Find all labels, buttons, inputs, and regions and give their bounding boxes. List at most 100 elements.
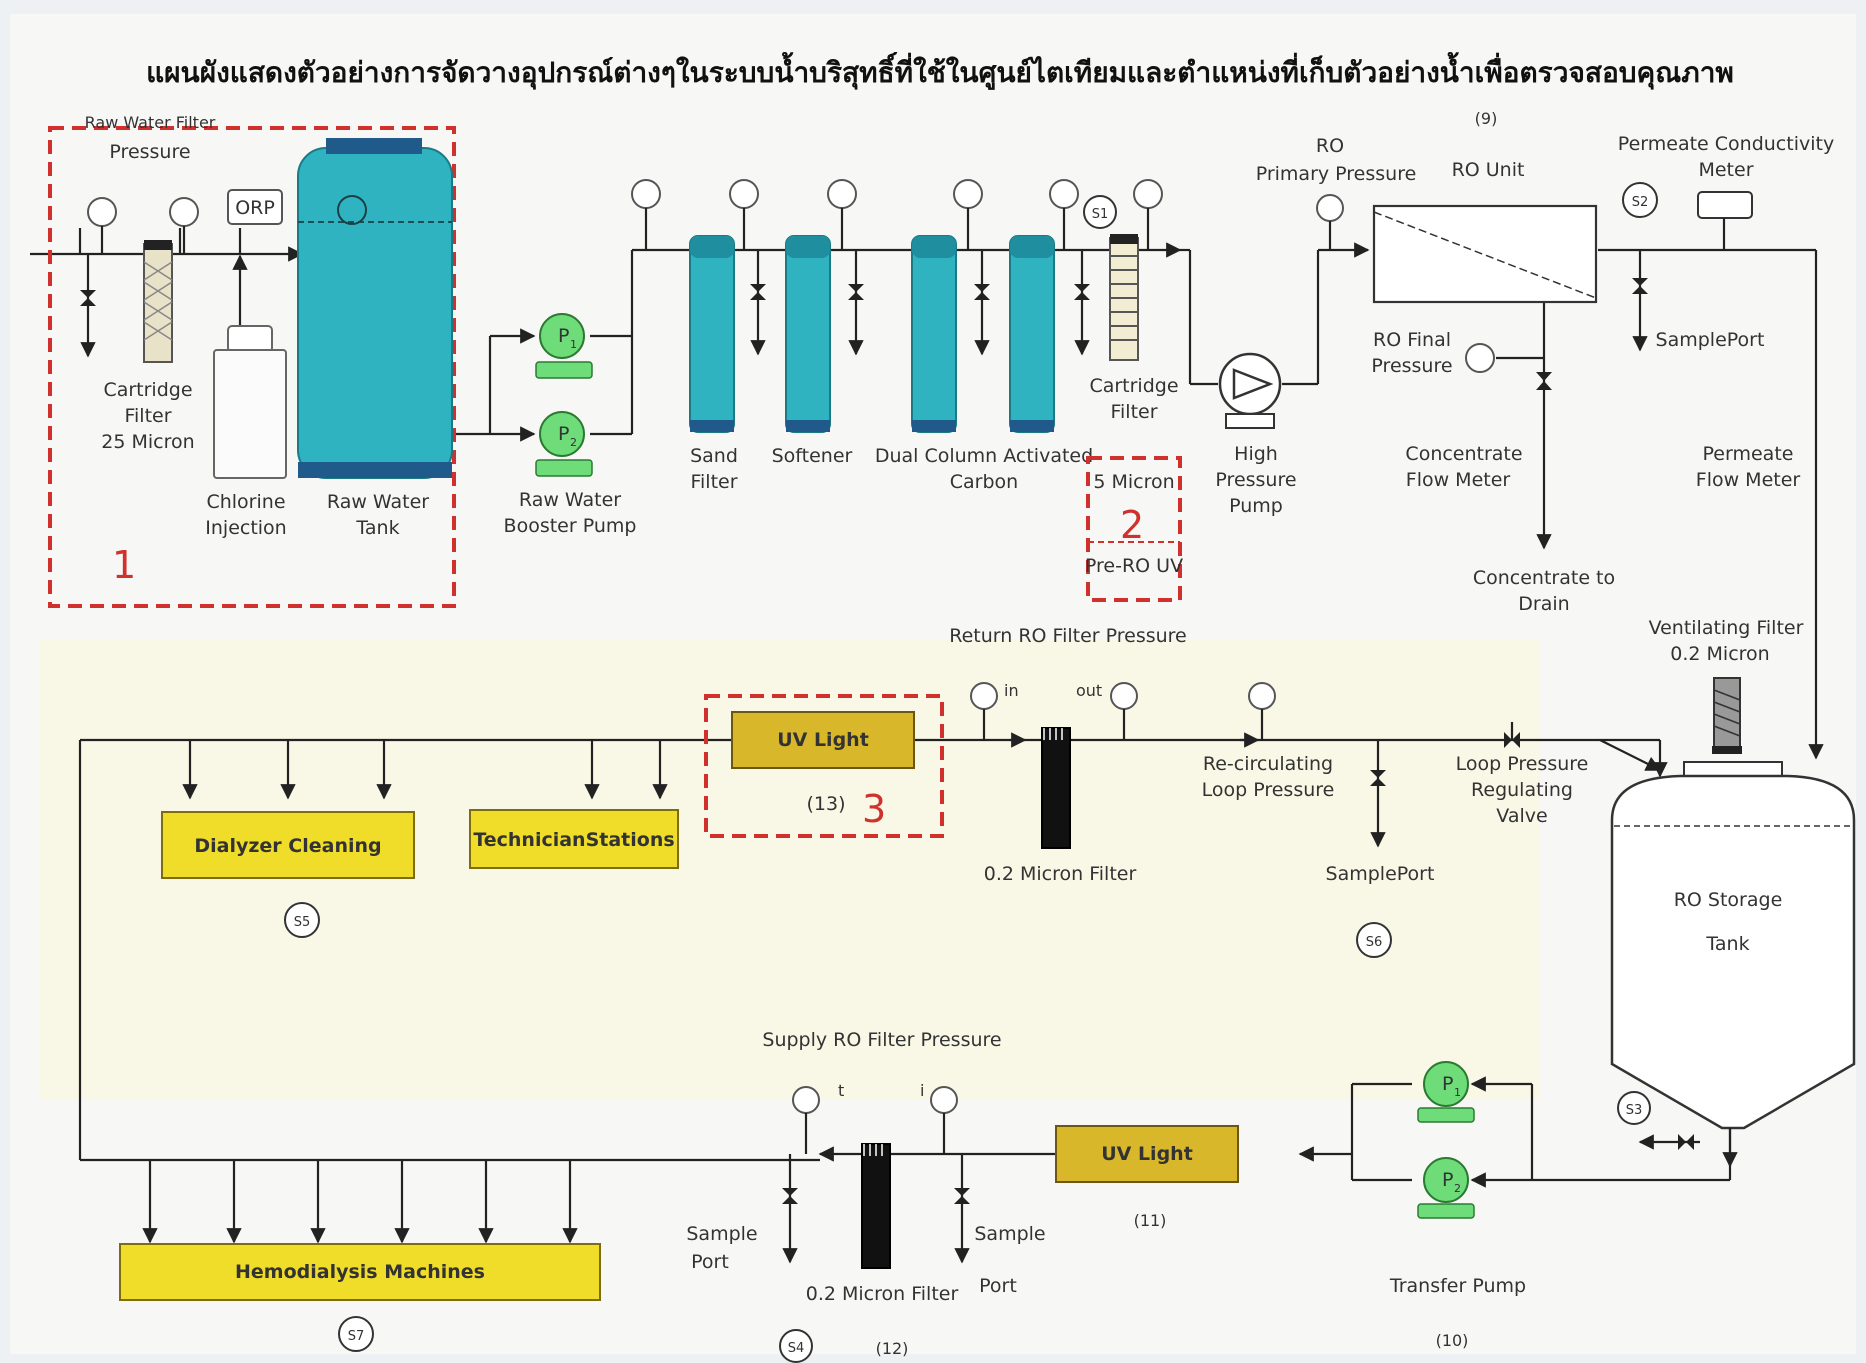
hp-pump-label-3: Pump bbox=[1229, 495, 1283, 517]
pressure-gauge-icon bbox=[1110, 682, 1138, 710]
pressure-gauge-icon bbox=[930, 1086, 958, 1114]
gauges-top bbox=[631, 179, 1163, 250]
ro-storage-tank-icon bbox=[1610, 761, 1856, 1130]
zone-3-outline bbox=[704, 694, 944, 838]
valve-icon bbox=[1370, 740, 1386, 848]
svg-text:S4: S4 bbox=[788, 1341, 805, 1356]
transfer-pump-2-icon: P 2 bbox=[1417, 1157, 1475, 1219]
sample-port-mid-label: SamplePort bbox=[1326, 863, 1435, 885]
ro-unit-number: (9) bbox=[1475, 109, 1498, 128]
technician-label: TechnicianStations bbox=[473, 829, 674, 851]
return-ro-label: Return RO Filter Pressure bbox=[949, 625, 1187, 647]
sample-port-br-label-1: Sample bbox=[974, 1223, 1045, 1245]
raw-filter-pressure-label-2: Pressure bbox=[109, 141, 190, 163]
i-label: i bbox=[920, 1081, 924, 1100]
uv-light-bottom-box bbox=[1055, 1125, 1239, 1183]
carbon-label-1: Dual Column Activated bbox=[875, 445, 1093, 467]
supply-ro-label: Supply RO Filter Pressure bbox=[762, 1029, 1001, 1051]
ro-unit-icon bbox=[1372, 204, 1598, 304]
perm-cond-label-2: Meter bbox=[1698, 159, 1753, 181]
level-float-icon bbox=[337, 195, 367, 225]
chlorine-label-2: Injection bbox=[205, 517, 286, 539]
raw-water-tank-icon bbox=[297, 147, 453, 479]
ro-unit-label: RO Unit bbox=[1452, 159, 1525, 181]
uv-top-label: UV Light bbox=[777, 729, 869, 751]
micron-02-filter-top-icon bbox=[1041, 727, 1071, 849]
ro-primary-label-2: Primary Pressure bbox=[1256, 163, 1417, 185]
recirc-label-1: Re-circulating bbox=[1203, 753, 1333, 775]
valve-icon bbox=[750, 250, 1090, 356]
carbon-column-2-icon bbox=[1009, 235, 1055, 433]
transfer-pump-label: Transfer Pump bbox=[1389, 1275, 1526, 1297]
in-label: in bbox=[1004, 681, 1019, 700]
cartridge-5-label-1: Cartridge bbox=[1089, 375, 1178, 397]
num-11-label: (11) bbox=[1134, 1211, 1167, 1230]
diagram-title: แผนผังแสดงตัวอย่างการจัดวางอุปกรณ์ต่างๆใ… bbox=[146, 51, 1734, 90]
valve-icon bbox=[80, 254, 96, 358]
raw-filter-pressure-label-1: Raw Water Filter bbox=[85, 113, 216, 132]
perm-flow-label-2: Flow Meter bbox=[1696, 469, 1801, 491]
pressure-gauge-icon bbox=[169, 197, 199, 227]
t-label: t bbox=[838, 1081, 844, 1100]
conductivity-meter-icon bbox=[1697, 191, 1753, 219]
valve-icon bbox=[1638, 1134, 1700, 1150]
svg-text:2: 2 bbox=[1454, 1182, 1461, 1195]
sand-filter-icon bbox=[689, 235, 735, 433]
high-pressure-pump-icon bbox=[1218, 352, 1282, 429]
orp-meter-icon bbox=[227, 189, 283, 225]
svg-text:S6: S6 bbox=[1366, 935, 1383, 950]
uv-light-top-box bbox=[731, 711, 915, 769]
chlorine-label-1: Chlorine bbox=[206, 491, 285, 513]
svg-text:S7: S7 bbox=[348, 1329, 365, 1344]
loop-valve-label-2: Regulating bbox=[1471, 779, 1573, 801]
svg-text:S2: S2 bbox=[1632, 195, 1649, 210]
micron-02-top-label: 0.2 Micron Filter bbox=[984, 863, 1137, 885]
conc-flow-label-2: Flow Meter bbox=[1406, 469, 1511, 491]
svg-text:S3: S3 bbox=[1626, 1103, 1643, 1118]
pressure-gauge-icon bbox=[792, 1086, 820, 1114]
svg-text:P: P bbox=[1442, 1169, 1453, 1191]
hp-pump-label-1: High bbox=[1234, 443, 1278, 465]
zone-3-number: 3 bbox=[862, 787, 886, 831]
micron-02-bottom-label: 0.2 Micron Filter bbox=[806, 1283, 959, 1305]
zone-1-number: 1 bbox=[112, 543, 136, 587]
svg-text:P: P bbox=[558, 325, 569, 347]
cartridge-5-label-2: Filter bbox=[1110, 401, 1157, 423]
carbon-label-2: Carbon bbox=[950, 471, 1018, 493]
sample-point-s7 bbox=[338, 1316, 374, 1352]
hp-pump-label-2: Pressure bbox=[1215, 469, 1296, 491]
zone-2-outline bbox=[1086, 456, 1182, 602]
softener-icon bbox=[785, 235, 831, 433]
svg-text:P: P bbox=[558, 423, 569, 445]
pre-ro-uv-label: Pre-RO UV bbox=[1085, 555, 1183, 577]
sample-port-bl-label-2: Port bbox=[691, 1251, 729, 1273]
sample-point-s2 bbox=[1622, 182, 1658, 218]
booster-label-1: Raw Water bbox=[519, 489, 621, 511]
booster-pump-2-icon: P 2 bbox=[535, 411, 593, 477]
valve-icon bbox=[1536, 372, 1552, 390]
ventilating-filter-icon bbox=[1712, 677, 1742, 754]
transfer-pump-1-icon: P 1 bbox=[1417, 1061, 1475, 1123]
ro-final-label-1: RO Final bbox=[1373, 329, 1451, 351]
sample-point-s4 bbox=[779, 1329, 813, 1363]
svg-text:P: P bbox=[1442, 1073, 1453, 1095]
svg-text:1: 1 bbox=[1454, 1086, 1461, 1099]
svg-text:1: 1 bbox=[570, 338, 577, 351]
zone-2-number: 2 bbox=[1120, 503, 1144, 547]
hemo-label: Hemodialysis Machines bbox=[235, 1261, 485, 1283]
raw-tank-label-1: Raw Water bbox=[327, 491, 429, 513]
chlorine-tank-icon bbox=[213, 349, 287, 479]
perm-flow-label-1: Permeate bbox=[1703, 443, 1794, 465]
num-12-label: (12) bbox=[876, 1339, 909, 1358]
carbon-column-1-icon bbox=[911, 235, 957, 433]
conc-drain-label-2: Drain bbox=[1518, 593, 1569, 615]
booster-pump-1-icon: P 1 bbox=[535, 313, 593, 379]
out-label: out bbox=[1076, 681, 1102, 700]
ro-storage-label-2: Tank bbox=[1705, 933, 1749, 955]
pressure-gauge-icon bbox=[87, 197, 117, 227]
cartridge-filter-5-icon bbox=[1109, 234, 1139, 361]
cartridge-25-label-1: Cartridge bbox=[103, 379, 192, 401]
sample-port-bl-label-1: Sample bbox=[686, 1223, 757, 1245]
sample-point-s6 bbox=[1356, 922, 1392, 958]
